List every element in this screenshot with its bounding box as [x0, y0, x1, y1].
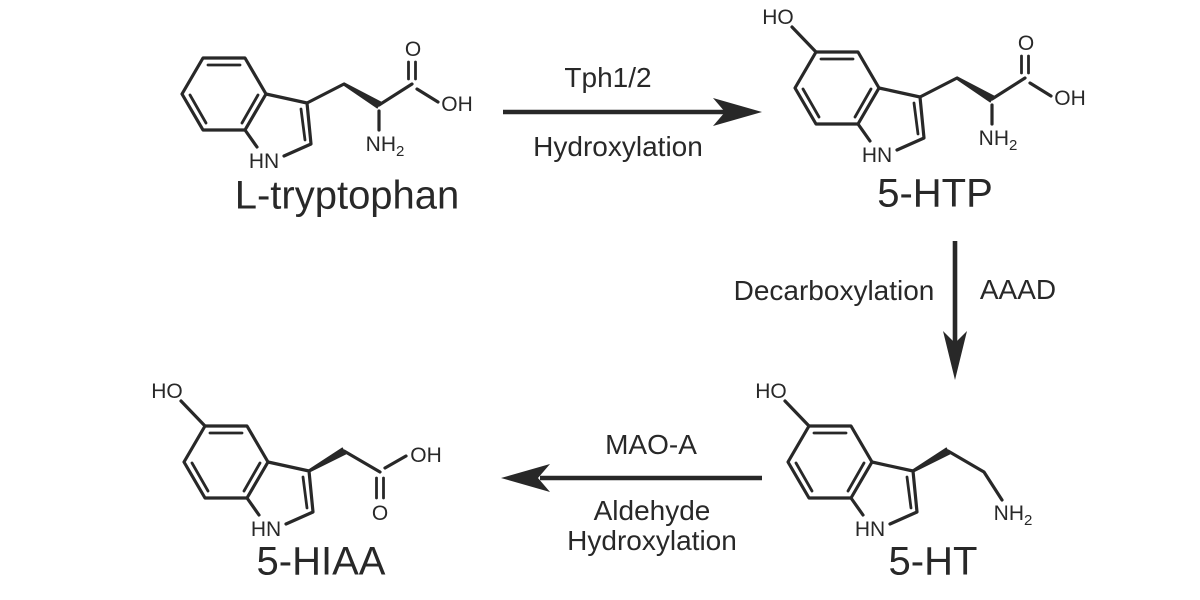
- nh2-label: NH2: [366, 133, 405, 160]
- structure-5-hiaa: HN HO OH O: [151, 380, 442, 541]
- carboxyl-bond: [377, 82, 414, 107]
- molecule-name-l-tryptophan: L-tryptophan: [234, 173, 460, 218]
- decarboxylation-arrow-head-icon: [943, 331, 967, 380]
- carbonyl-double-bond: [1020, 54, 1030, 75]
- ethylamine-chain: [946, 449, 1004, 502]
- ring-fusion-double-bond: [846, 461, 866, 493]
- pyrrole-double-bond: [905, 475, 913, 510]
- structure-5-htp: HN HO O OH NH2: [762, 6, 1086, 167]
- benzene-double-bond-left: [801, 87, 821, 119]
- hn-label: HN: [251, 518, 281, 541]
- ring-fusion-double-bond: [242, 461, 262, 493]
- phenol-bond: [179, 399, 207, 428]
- mao-arrow-head-icon: [501, 464, 550, 492]
- carbonyl-double-bond: [407, 60, 417, 81]
- hn-label: HN: [862, 144, 892, 167]
- phenol-bond: [790, 25, 818, 54]
- benzene-double-bond-left: [794, 461, 814, 493]
- hydroxylation-arrow-head-icon: [713, 98, 762, 126]
- nh2-label: NH2: [994, 502, 1033, 529]
- nh2-label: NH2: [979, 127, 1018, 154]
- pyrrole-double-bond: [299, 107, 307, 142]
- o-label: O: [405, 38, 421, 61]
- oh-label: OH: [410, 444, 442, 467]
- pyrrole-double-bond: [301, 475, 309, 510]
- oh-label: OH: [441, 93, 473, 116]
- acetic-chain-bond: [342, 449, 382, 474]
- molecule-name-5-hiaa: 5-HIAA: [256, 539, 386, 584]
- carbonyl-double-bond: [375, 476, 385, 500]
- side-chain-bond: [918, 76, 959, 99]
- benzene-double-bond-left: [188, 93, 208, 125]
- pyrrole-double-bond: [912, 101, 920, 136]
- o-label: O: [1018, 32, 1034, 55]
- hn-label: HN: [249, 150, 279, 173]
- stereo-wedge-bond: [911, 447, 951, 473]
- ho-label: HO: [755, 380, 787, 403]
- ring-fusion-double-bond: [853, 87, 873, 119]
- molecule-name-5-htp: 5-HTP: [877, 171, 993, 216]
- hydroxyl-bond: [383, 454, 408, 470]
- hydroxyl-bond: [1028, 81, 1053, 98]
- enzyme-label-tph: Tph1/2: [564, 62, 652, 93]
- process-label-decarboxylation: Decarboxylation: [733, 275, 935, 306]
- structure-5-ht: HN HO NH2: [755, 380, 1033, 541]
- ho-label: HO: [151, 380, 183, 403]
- hydroxyl-bond: [415, 87, 440, 104]
- ring-fusion-double-bond: [240, 93, 260, 125]
- process-label-hydroxylation: Hydroxylation: [533, 131, 703, 162]
- enzyme-label-aaad: AAAD: [979, 274, 1057, 305]
- benzene-double-bond-left: [190, 461, 210, 493]
- molecule-name-5-ht: 5-HT: [888, 539, 978, 584]
- ho-label: HO: [762, 6, 794, 29]
- o-label: O: [372, 502, 388, 525]
- phenol-bond: [783, 399, 811, 428]
- hn-label: HN: [855, 518, 885, 541]
- carboxyl-bond: [990, 76, 1027, 101]
- process-line-2: Hydroxylation: [567, 525, 737, 556]
- structure-l-tryptophan: HN O OH NH2: [180, 38, 473, 173]
- oh-label: OH: [1054, 87, 1086, 110]
- pyrrole-ring: [243, 92, 313, 158]
- stereo-wedge-bond: [307, 447, 347, 473]
- pyrrole-ring: [245, 460, 315, 526]
- pyrrole-ring: [856, 86, 926, 152]
- side-chain-bond: [305, 82, 346, 105]
- process-line-1: Aldehyde: [593, 495, 711, 526]
- enzyme-label-mao-a: MAO-A: [605, 429, 697, 460]
- pyrrole-ring: [849, 460, 919, 526]
